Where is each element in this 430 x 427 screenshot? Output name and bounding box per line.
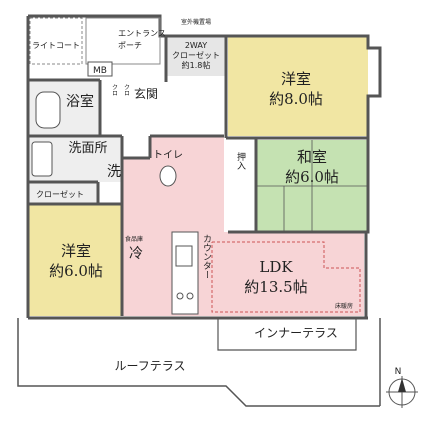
pantry-label: 食品庫 — [125, 235, 143, 243]
room-western-1-fill — [228, 36, 368, 136]
light-court-area — [29, 17, 83, 65]
closet-2way-label-1: 2WAY — [185, 41, 207, 50]
closet-small-1-label: クロ — [111, 84, 118, 96]
laundry-label: 洗 — [107, 164, 121, 180]
closet-small-2-label: クロ — [123, 84, 130, 96]
mb-label: MB — [93, 66, 107, 76]
room-closet-fill — [28, 182, 98, 204]
inner-terrace-outline — [217, 318, 357, 351]
floor-heating-label: 床暖房 — [335, 302, 353, 310]
room-western-1-size: 約8.0帖 — [269, 90, 323, 108]
entrance-porch-label-1: エントランス — [118, 29, 166, 38]
compass-icon — [386, 376, 418, 408]
inner-terrace-label: インナーテラス — [254, 326, 338, 340]
counter-label: カウンター — [201, 234, 212, 279]
stove-burner-1 — [176, 292, 184, 300]
room-toilet-name: トイレ — [153, 150, 183, 161]
roof-terrace-outline — [17, 318, 380, 407]
kitchen-counter — [171, 231, 199, 315]
room-ldk-size: 約13.5帖 — [244, 278, 307, 296]
outdoor-unit-label: 室外機置場 — [181, 18, 211, 26]
room-western-2-fill — [28, 204, 122, 316]
bathtub — [35, 91, 61, 129]
walls — [26, 14, 382, 320]
tatami-grid — [256, 140, 368, 232]
room-entrance-name: 玄関 — [134, 86, 158, 101]
compass-north-label: N — [395, 367, 402, 377]
room-closet-2way-fill — [166, 36, 226, 76]
toilet-bowl — [159, 165, 177, 187]
room-japanese-name: 和室 — [297, 148, 327, 166]
room-western-2-name: 洋室 — [61, 242, 91, 260]
fridge-label: 冷 — [129, 246, 143, 262]
closet-label: クローゼット — [36, 189, 84, 199]
oshiire-label: 押入 — [235, 151, 246, 170]
wash-basin — [31, 141, 53, 177]
light-court-label: ライトコート — [32, 41, 80, 50]
entrance-porch-area — [85, 17, 161, 65]
roof-terrace-label: ルーフテラス — [114, 359, 185, 373]
room-western-2-size: 約6.0帖 — [49, 262, 103, 280]
room-ldk-name: LDK — [259, 258, 293, 276]
room-bath-name: 浴室 — [66, 93, 94, 110]
entrance-porch-label-2: ポーチ — [118, 41, 142, 50]
sink — [175, 245, 193, 267]
closet-2way-label-3: 約1.8帖 — [182, 60, 211, 70]
floor-heating-area — [211, 241, 361, 313]
room-japanese-size: 約6.0帖 — [285, 168, 339, 186]
closet-2way-label-2: クローゼット — [172, 50, 220, 60]
room-western-1-name: 洋室 — [281, 70, 311, 88]
room-washroom-name: 洗面所 — [68, 141, 107, 156]
mb-box — [87, 61, 113, 77]
stove-burner-2 — [186, 292, 194, 300]
